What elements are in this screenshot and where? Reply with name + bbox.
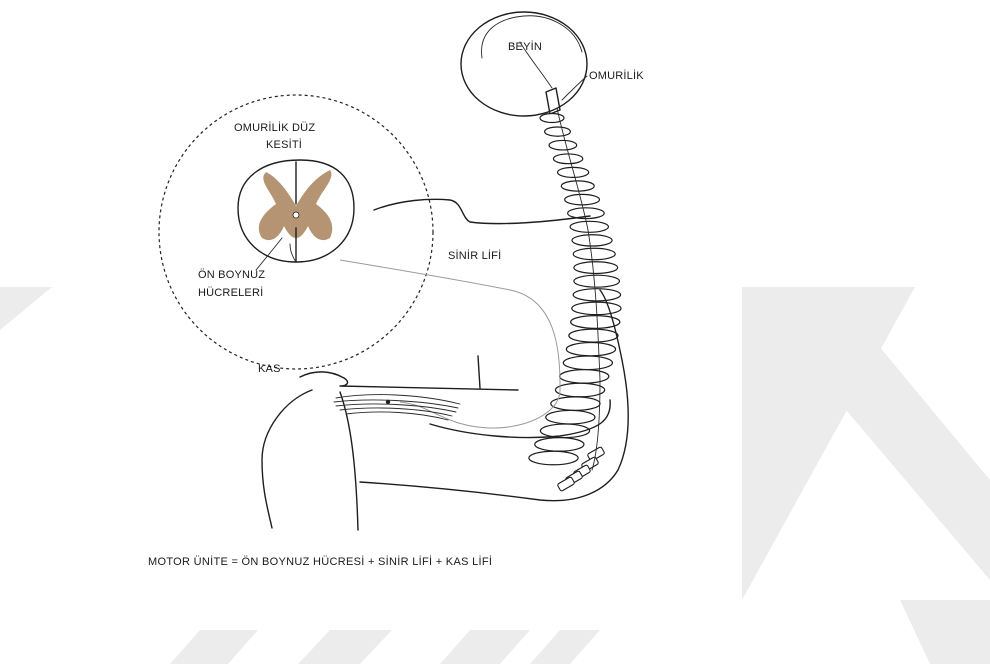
vertebra [569, 329, 618, 342]
vertebra [561, 181, 594, 191]
vertebra [573, 289, 620, 301]
vertebra [566, 343, 615, 356]
anterior-horn-pointer [256, 238, 282, 270]
vertebra [574, 275, 620, 287]
vertebra [549, 140, 577, 150]
anterior-horn-label-line2: HÜCRELERİ [198, 286, 263, 299]
vertebra [574, 262, 618, 274]
spinal-cord-label: OMURİLİK [589, 69, 644, 82]
brain-outline [461, 12, 587, 116]
vertebra [545, 127, 571, 136]
sacral-segment [557, 477, 575, 492]
vertebra [535, 438, 584, 452]
nerve-fiber-to-muscle [340, 260, 560, 428]
caption: MOTOR ÜNİTE = ÖN BOYNUZ HÜCRESİ + SİNİR … [148, 555, 492, 568]
vertebra [563, 356, 612, 370]
vertebra [529, 451, 578, 465]
watermark [0, 287, 990, 664]
spinal-cord-cross-section [238, 160, 354, 262]
vertebra [560, 370, 609, 384]
anterior-horn-label-line1: ÖN BOYNUZ [198, 269, 265, 281]
cross-section-label-line2: KESİTİ [266, 138, 302, 151]
vertebra [553, 154, 582, 164]
nerve-fiber-connection [374, 199, 590, 223]
brain-label: BEYİN [508, 40, 542, 53]
vertebra [572, 235, 612, 246]
spinal-cord-pointer [562, 76, 587, 100]
vertebra [546, 410, 595, 424]
muscle-label: KAS [258, 363, 281, 375]
nerve-fiber-label: SİNİR LİFİ [448, 249, 501, 262]
vertebra [570, 221, 608, 232]
cross-section-label-line1: OMURİLİK DÜZ [234, 121, 315, 134]
vertebra [573, 248, 615, 260]
vertebra [555, 383, 604, 397]
